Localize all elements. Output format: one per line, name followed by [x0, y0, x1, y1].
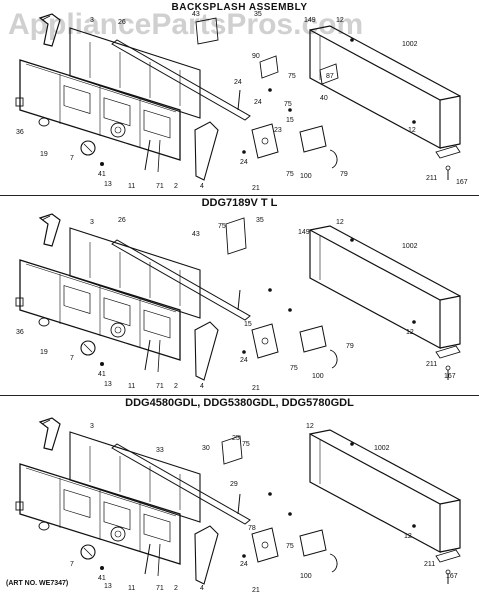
part-label: 100: [300, 573, 312, 580]
part-label: 12: [336, 17, 344, 24]
part-label: 29: [230, 481, 238, 488]
section-title-ddg4580: DDG4580GDL, DDG5380GDL, DDG5780GDL: [125, 397, 354, 409]
part-label: 211: [424, 561, 435, 568]
part-label: 24: [240, 561, 248, 568]
part-label: 71: [156, 585, 164, 592]
part-label: 2: [174, 383, 178, 390]
part-label: 33: [156, 447, 164, 454]
part-label: 15: [286, 117, 294, 124]
part-label: 211: [426, 175, 437, 182]
part-label: 100: [300, 173, 312, 180]
part-label: 4: [200, 183, 204, 190]
part-label: 2: [174, 585, 178, 592]
part-label: 1002: [402, 243, 418, 250]
part-label: 21: [252, 185, 260, 192]
section-2-graphics: [15, 213, 461, 381]
diagram-title: BACKSPLASH ASSEMBLY: [171, 2, 308, 13]
part-label: 24: [234, 79, 242, 86]
part-label: 12: [336, 219, 344, 226]
part-label: 3: [90, 219, 94, 226]
part-label: 36: [16, 129, 24, 136]
part-label: 12: [404, 533, 412, 540]
part-label: 40: [320, 95, 328, 102]
part-label: 35: [254, 11, 262, 18]
art-number: (ART NO. WE7347): [6, 580, 69, 587]
part-label: 43: [192, 11, 200, 18]
part-label: 26: [118, 217, 126, 224]
part-label: 4: [200, 383, 204, 390]
part-label: 3: [90, 17, 94, 24]
part-label: 11: [128, 383, 135, 390]
part-label: 3: [90, 423, 94, 430]
part-label: 79: [346, 343, 354, 350]
part-label: 12: [306, 423, 314, 430]
part-label: 12: [406, 329, 414, 336]
part-label: 75: [218, 223, 226, 230]
part-label: 7: [70, 561, 74, 568]
part-label: 41: [98, 371, 106, 378]
part-label: 24: [240, 159, 248, 166]
part-label: 7: [70, 355, 74, 362]
part-label: 36: [16, 329, 24, 336]
part-label: 75: [286, 171, 294, 178]
part-label: 13: [104, 583, 112, 590]
part-label: 21: [252, 587, 260, 594]
part-label: 4: [200, 585, 204, 592]
section-divider: [0, 195, 479, 196]
part-label: 167: [444, 373, 456, 380]
part-label: 75: [284, 101, 292, 108]
part-label: 149: [304, 17, 316, 24]
part-label: 75: [288, 73, 296, 80]
part-label: 24: [240, 357, 248, 364]
part-label: 211: [426, 361, 437, 368]
part-label: 78: [248, 525, 256, 532]
part-label: 71: [156, 183, 164, 190]
part-label: 75: [286, 543, 294, 550]
part-label: 87: [326, 73, 334, 80]
part-label: 79: [340, 171, 348, 178]
part-label: 23: [274, 127, 282, 134]
part-label: 149: [298, 229, 310, 236]
part-label: 15: [244, 321, 252, 328]
part-label: 1002: [402, 41, 418, 48]
part-label: 25: [232, 435, 240, 442]
part-label: 2: [174, 183, 178, 190]
part-label: 19: [40, 151, 48, 158]
part-label: 35: [256, 217, 264, 224]
watermark-text: AppliancePartsPros.com: [8, 8, 364, 41]
section-title-ddg7189: DDG7189V T L: [201, 197, 278, 209]
part-label: 71: [156, 383, 164, 390]
part-label: 90: [252, 53, 260, 60]
part-label: 75: [290, 365, 298, 372]
part-label: 1002: [374, 445, 390, 452]
section-divider: [0, 395, 479, 396]
part-label: 11: [128, 183, 135, 190]
section-3-graphics: [15, 417, 461, 585]
part-label: 7: [70, 155, 74, 162]
section-1-graphics: [15, 13, 461, 181]
part-label: 167: [446, 573, 458, 580]
part-label: 100: [312, 373, 324, 380]
part-label: 41: [98, 575, 106, 582]
part-label: 11: [128, 585, 135, 592]
part-label: 41: [98, 171, 106, 178]
part-label: 12: [408, 127, 416, 134]
part-label: 21: [252, 385, 260, 392]
part-label: 24: [254, 99, 262, 106]
part-label: 13: [104, 381, 112, 388]
part-label: 26: [118, 19, 126, 26]
part-label: 75: [242, 441, 250, 448]
part-label: 30: [202, 445, 210, 452]
part-label: 19: [40, 349, 48, 356]
part-label: 13: [104, 181, 112, 188]
part-label: 167: [456, 179, 468, 186]
part-label: 43: [192, 231, 200, 238]
